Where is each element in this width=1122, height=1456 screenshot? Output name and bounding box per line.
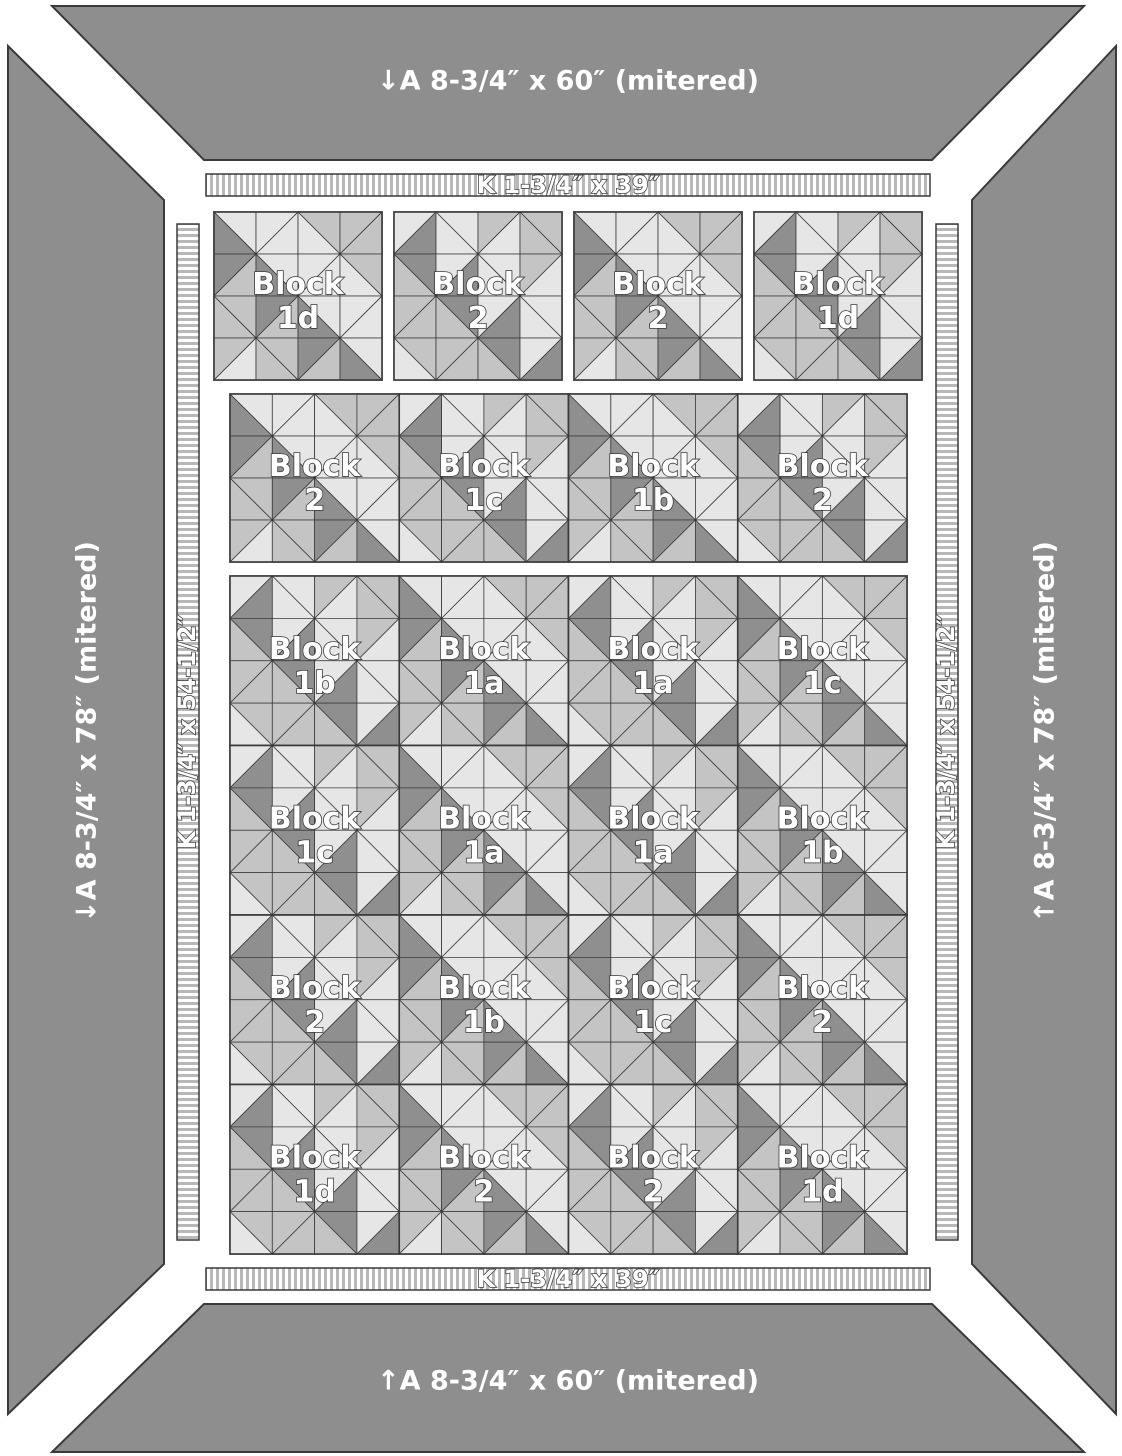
block-number: 1b: [293, 666, 335, 701]
main-block-grid: Block1bBlock1aBlock1aBlock1cBlock1cBlock…: [230, 576, 907, 1254]
block-label: Block: [612, 267, 705, 302]
block-label: Block: [252, 267, 345, 302]
block-number: 1a: [633, 666, 674, 701]
left-sashing-label: K 1-3/4″ x 54-1/2″: [173, 614, 201, 849]
block-label: Block: [777, 632, 870, 667]
block-label: Block: [438, 971, 531, 1006]
block-number: 2: [304, 1005, 325, 1040]
block-label: Block: [269, 449, 362, 484]
block-label: Block: [269, 1140, 362, 1175]
block-number: 1a: [463, 835, 504, 870]
block-number: 1c: [465, 483, 504, 518]
block-label: Block: [432, 267, 525, 302]
block-number: 1c: [295, 835, 334, 870]
block-label: Block: [607, 449, 700, 484]
block-number: 1d: [293, 1174, 335, 1209]
block-label: Block: [269, 632, 362, 667]
block-number: 1b: [632, 483, 674, 518]
block-number: 1d: [801, 1174, 843, 1209]
block-number: 1a: [633, 835, 674, 870]
block-number: 2: [648, 301, 669, 336]
block-label: Block: [269, 801, 362, 836]
block-label: Block: [438, 449, 531, 484]
block-number: 1b: [463, 1005, 505, 1040]
block-number: 2: [473, 1174, 494, 1209]
block-number: 2: [812, 483, 833, 518]
right-border-label: ↑A 8-3/4″ x 78″ (mitered): [1030, 541, 1061, 923]
block-label: Block: [607, 801, 700, 836]
top-sashing-label: K 1-3/4″ x 39″: [477, 171, 660, 199]
block-label: Block: [607, 1140, 700, 1175]
block-number: 2: [304, 483, 325, 518]
block-label: Block: [438, 632, 531, 667]
bottom-sashing-label: K 1-3/4″ x 39″: [477, 1265, 660, 1293]
block-label: Block: [777, 1140, 870, 1175]
block-label: Block: [777, 449, 870, 484]
block-number: 2: [643, 1174, 664, 1209]
block-number: 1d: [817, 301, 859, 336]
block-label: Block: [607, 632, 700, 667]
block-label: Block: [269, 971, 362, 1006]
block-label: Block: [438, 801, 531, 836]
block-number: 2: [812, 1005, 833, 1040]
bottom-border-label: ↑A 8-3/4″ x 60″ (mitered): [377, 1366, 759, 1397]
block-number: 1a: [463, 666, 504, 701]
left-border-label: ↓A 8-3/4″ x 78″ (mitered): [72, 541, 103, 923]
block-label: Block: [438, 1140, 531, 1175]
block-number: 2: [468, 301, 489, 336]
block-label: Block: [607, 971, 700, 1006]
block-label: Block: [777, 801, 870, 836]
block-number: 1c: [634, 1005, 673, 1040]
top-border-label: ↓A 8-3/4″ x 60″ (mitered): [377, 66, 759, 97]
block-number: 1b: [801, 835, 843, 870]
block-number: 1c: [803, 666, 842, 701]
right-sashing-label: K 1-3/4″ x 54-1/2″: [932, 614, 960, 849]
block-number: 1d: [277, 301, 319, 336]
block-label: Block: [777, 971, 870, 1006]
block-label: Block: [792, 267, 885, 302]
